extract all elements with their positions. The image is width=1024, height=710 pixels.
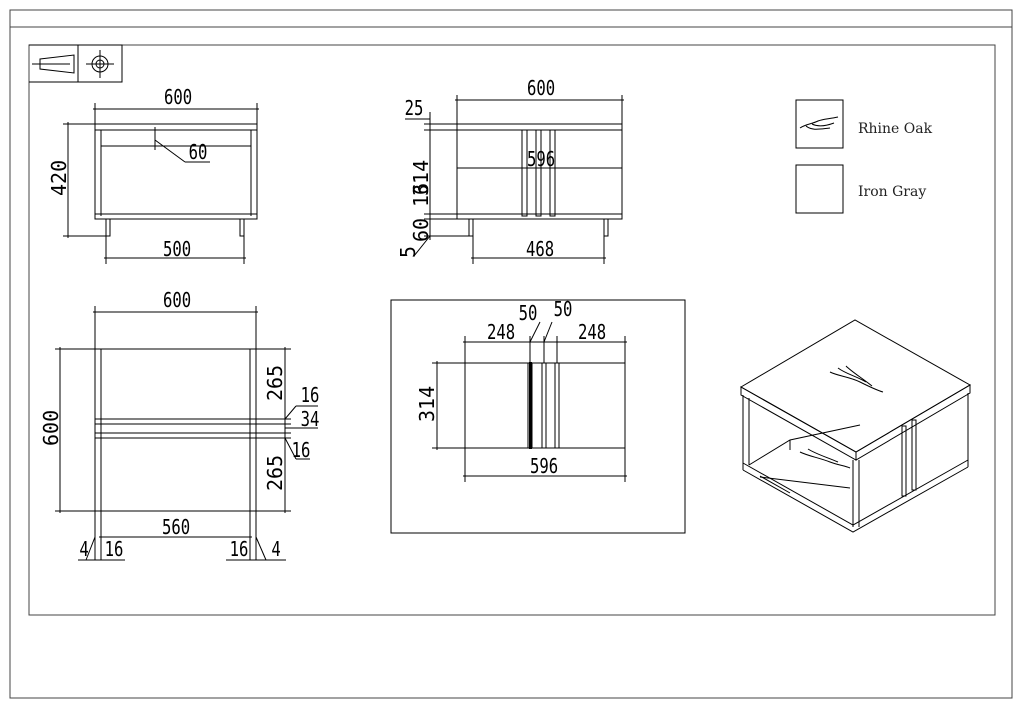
top-view — [55, 306, 318, 561]
legend-swatch-iron-gray — [795, 164, 844, 214]
isometric-view — [739, 319, 972, 533]
top-divider-gap-label: 34 — [301, 408, 320, 431]
top-inner-width-label: 560 — [162, 516, 190, 539]
inner-border — [28, 44, 996, 616]
side-leg-span-label: 468 — [526, 238, 554, 261]
side-shelf-thickness-label: 16 — [409, 183, 433, 207]
top-divider-top-label: 16 — [301, 384, 320, 407]
door-right-width-label: 248 — [578, 321, 606, 344]
top-lower-section-label: 265 — [263, 455, 287, 491]
door-height-label: 314 — [415, 386, 439, 422]
top-upper-section-label: 265 — [263, 365, 287, 401]
front-width-label: 600 — [164, 86, 192, 109]
top-right-panel-label: 16 — [230, 538, 249, 561]
side-view — [405, 95, 624, 264]
front-leg-span-label: 500 — [163, 238, 191, 261]
door-stripe-right-label: 50 — [554, 298, 573, 321]
outer-border — [9, 9, 1013, 699]
projection-symbol-icon — [29, 44, 123, 83]
side-inner-width-label: 596 — [527, 148, 555, 171]
legend-label-iron-gray: Iron Gray — [858, 184, 926, 200]
top-left-panel-label: 16 — [105, 538, 124, 561]
door-stripe-left-label: 50 — [519, 302, 538, 325]
top-left-edge-label: 4 — [79, 538, 88, 561]
side-width-label: 600 — [527, 77, 555, 100]
side-base-height-label: 60 — [409, 218, 433, 242]
door-panel-detail — [390, 299, 686, 534]
side-panel-height-label: 314 — [409, 160, 433, 196]
side-foot-offset-label: 5 — [396, 246, 420, 258]
door-left-width-label: 248 — [487, 321, 515, 344]
front-view — [63, 103, 259, 264]
door-total-width-label: 596 — [530, 455, 558, 478]
top-right-edge-label: 4 — [271, 538, 280, 561]
legend-label-rhine-oak: Rhine Oak — [858, 121, 933, 137]
side-top-thickness-label: 25 — [405, 97, 424, 120]
front-height-label: 420 — [47, 160, 71, 196]
legend-swatch-rhine-oak — [795, 99, 844, 149]
front-top-thickness-label: 60 — [189, 141, 208, 164]
top-width-label: 600 — [163, 289, 191, 312]
top-divider-bottom-label: 16 — [292, 439, 311, 462]
top-depth-label: 600 — [39, 410, 63, 446]
